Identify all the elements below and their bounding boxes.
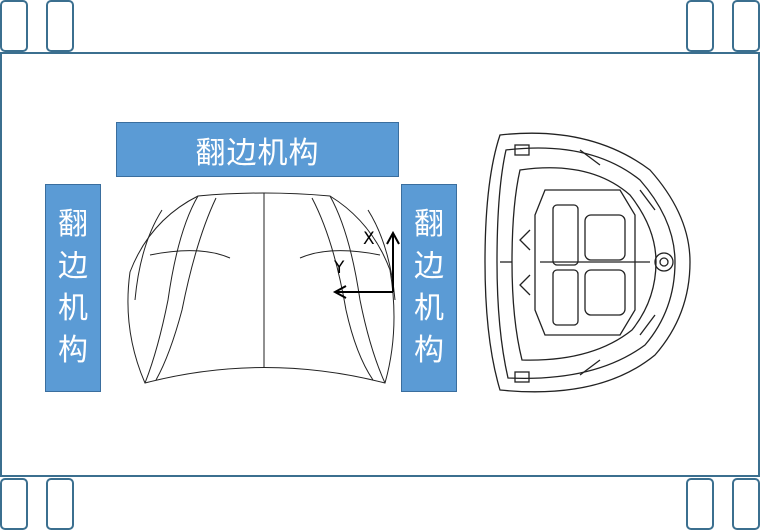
right-label-char: 边 [414,249,444,284]
left-label-char: 构 [58,333,88,368]
y-axis-label: Y [333,258,345,278]
left-label-char: 翻 [58,207,88,242]
hood-inner-panel-drawing [484,132,691,393]
right-flanging-label: 翻 边 机 构 [401,184,457,392]
corner-tab [732,0,760,52]
corner-tab [0,478,28,530]
axis-arrows [332,230,400,299]
left-flanging-label: 翻 边 机 构 [45,184,101,392]
corner-tab [732,478,760,530]
x-axis-label: X [363,229,375,249]
corner-tab [686,478,714,530]
hood-outline-drawing [127,192,396,384]
left-label-char: 边 [58,249,88,284]
corner-tab [686,0,714,52]
corner-tab [0,0,28,52]
top-flanging-label: 翻边机构 [116,122,399,177]
right-label-char: 翻 [414,207,444,242]
right-label-char: 机 [414,291,444,326]
corner-tab [46,0,74,52]
right-label-char: 构 [414,333,444,368]
slide-frame [0,52,760,477]
corner-tab [46,478,74,530]
left-label-char: 机 [58,291,88,326]
